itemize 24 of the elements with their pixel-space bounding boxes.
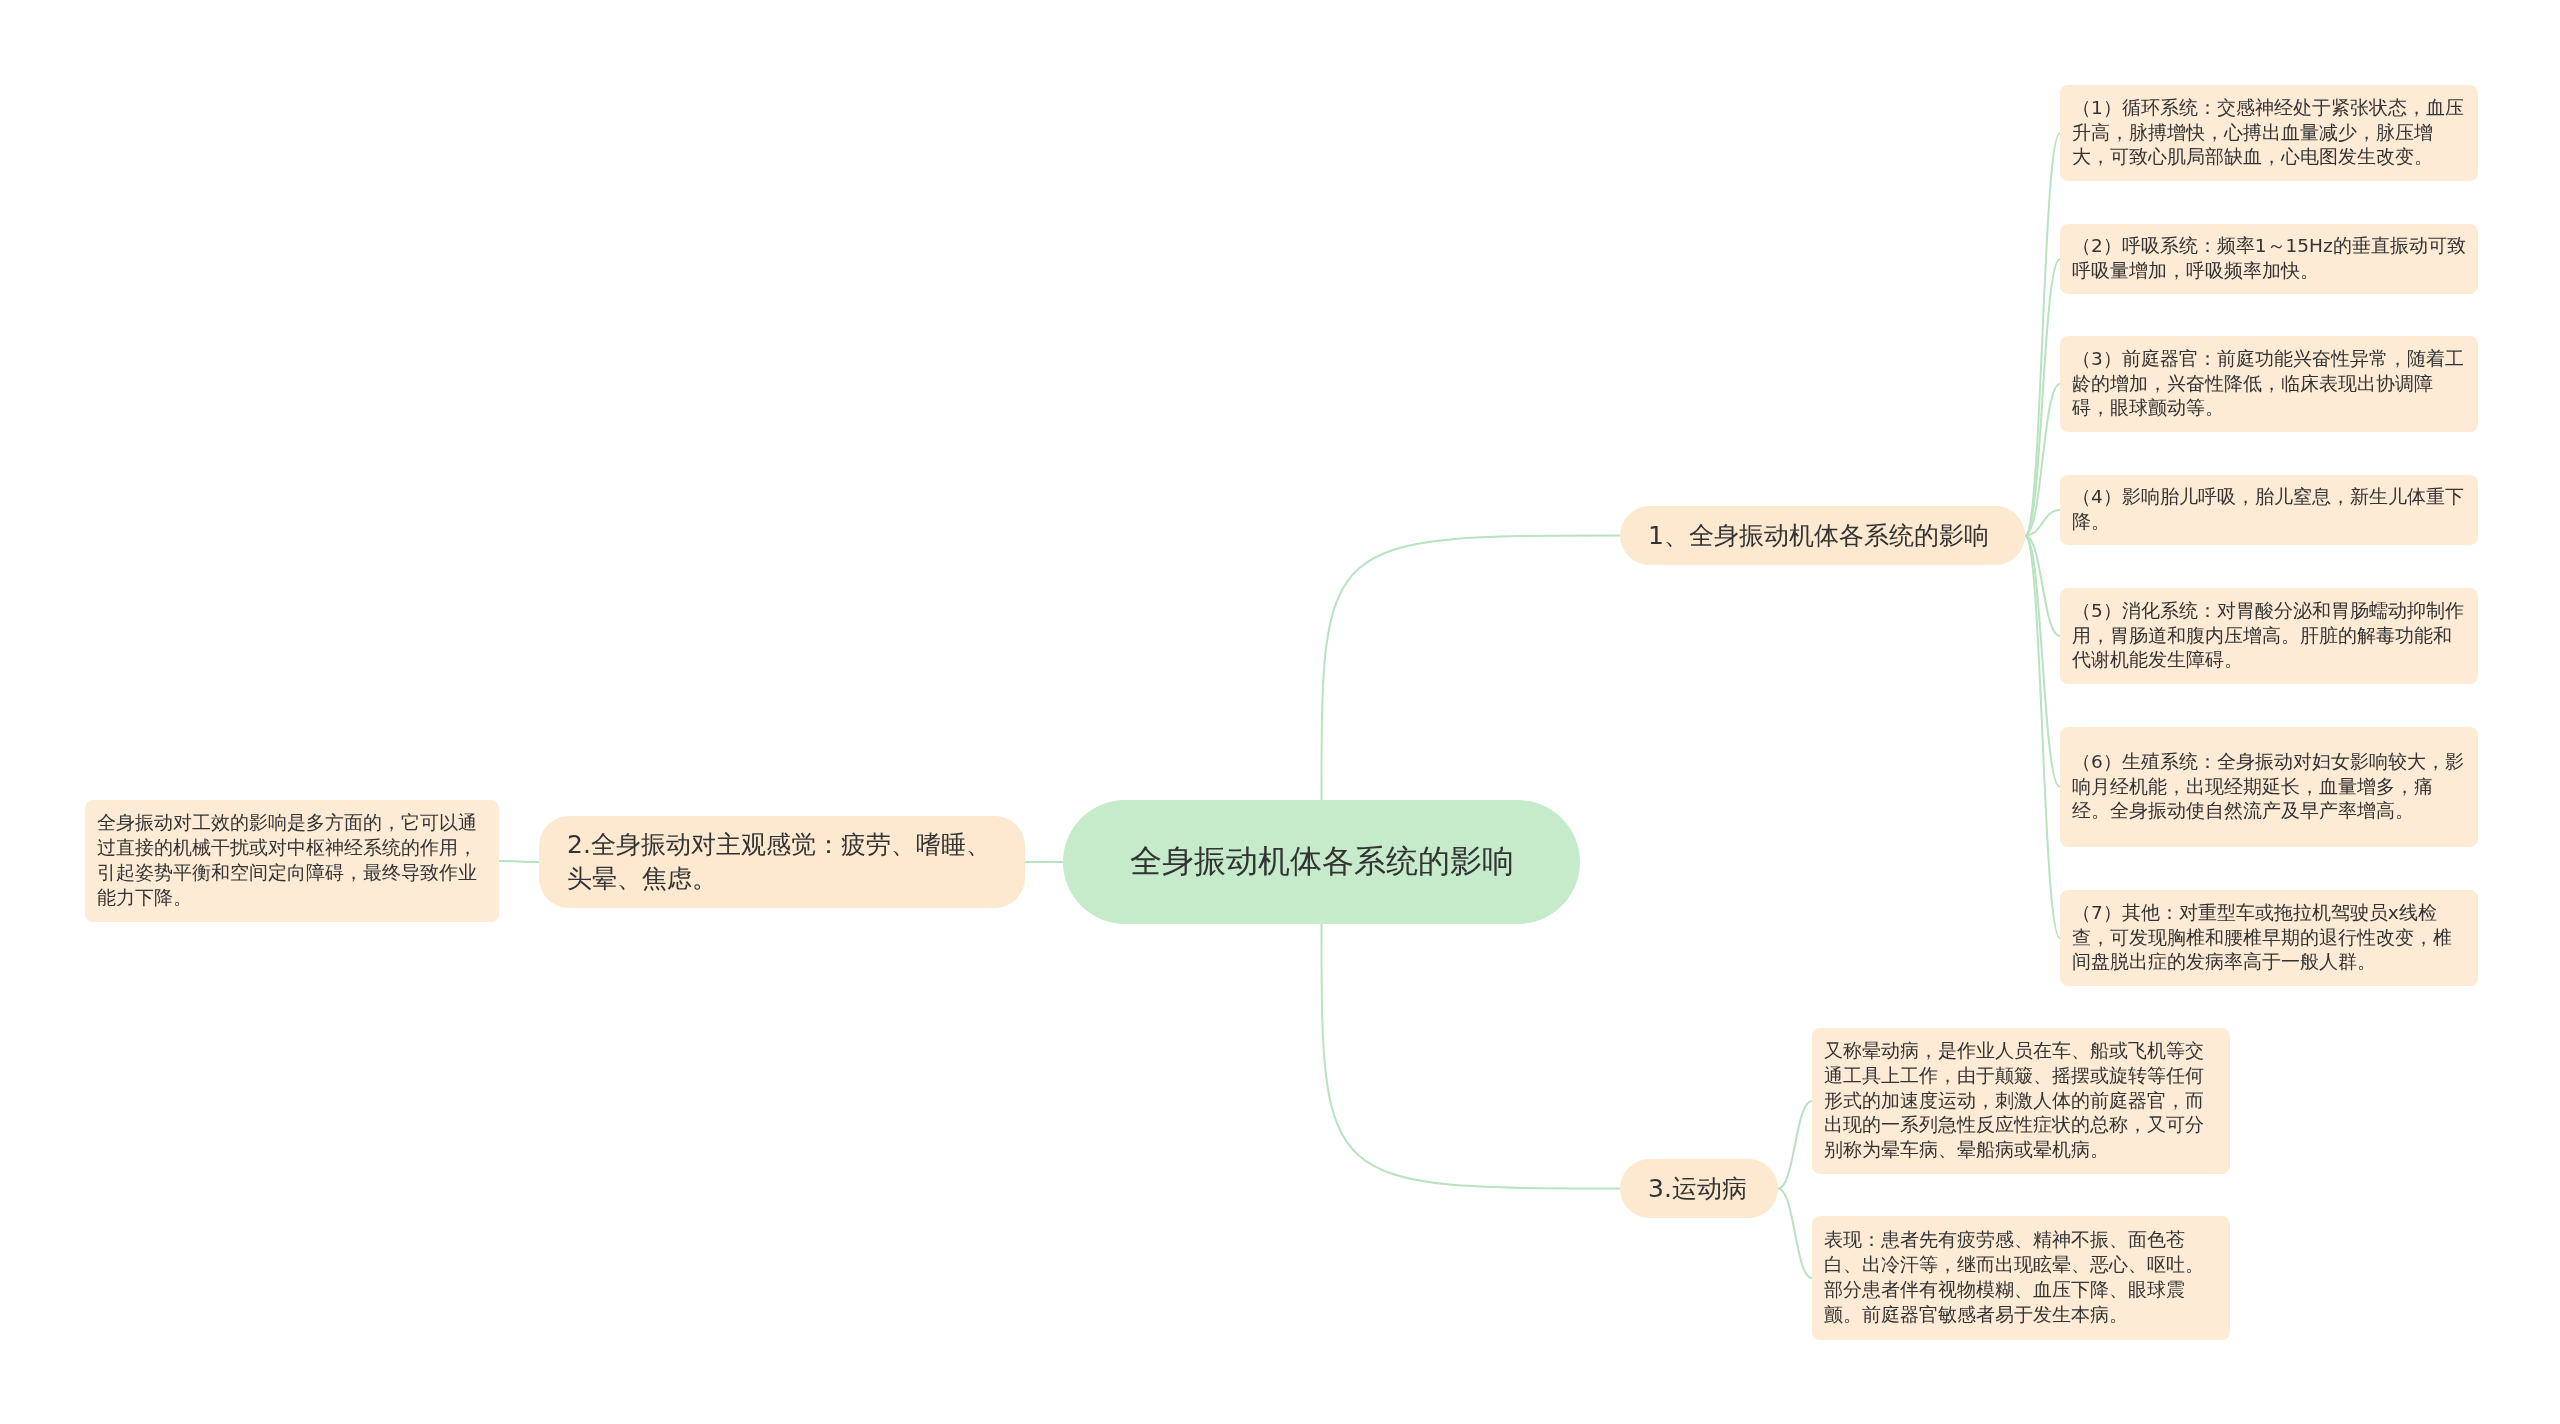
branch-topic: 1、全身振动机体各系统的影响 [1620,506,2025,565]
connector-line [2024,534,2061,788]
connector-line [1320,923,1621,1190]
detail-card: （6）生殖系统：全身振动对妇女影响较大，影响月经机能，出现经期延长，血量增多，痛经。全身振动使自然流产及早产率增高。 [2060,727,2478,847]
connector-line [498,860,540,863]
connector-line [1320,534,1621,801]
connector-line [2024,534,2061,637]
connector-line [1024,861,1064,863]
detail-card: （4）影响胎儿呼吸，胎儿窒息，新生儿体重下降。 [2060,475,2478,545]
connector-line [1777,1100,1813,1190]
detail-card: 表现：患者先有疲劳感、精神不振、面色苍白、出冷汗等，继而出现眩晕、恶心、呕吐。部分患者伴有视物模糊、血压下降、眼球震颤。前庭器官敏感者易于发生本病。 [1812,1216,2230,1340]
branch-topic: 3.运动病 [1620,1159,1778,1218]
branch-topic: 2.全身振动对主观感觉：疲劳、嗜睡、头晕、焦虑。 [539,816,1025,908]
central-topic: 全身振动机体各系统的影响 [1063,800,1580,924]
connector-line [2024,534,2061,939]
detail-card: （3）前庭器官：前庭功能兴奋性异常，随着工龄的增加，兴奋性降低，临床表现出协调障碍，眼球颤动等。 [2060,336,2478,432]
connector-line [2024,258,2061,537]
detail-card: （5）消化系统：对胃酸分泌和胃肠蠕动抑制作用，胃肠道和腹内压增高。肝脏的解毒功能和代谢机能发生障碍。 [2060,588,2478,684]
connector-line [1777,1187,1813,1279]
detail-card: （2）呼吸系统：频率1～15Hz的垂直振动可致呼吸量增加，呼吸频率加快。 [2060,224,2478,294]
detail-card: （7）其他：对重型车或拖拉机驾驶员x线检查，可发现胸椎和腰椎早期的退行性改变，椎间盘脱出症的发病率高于一般人群。 [2060,890,2478,986]
detail-card: 全身振动对工效的影响是多方面的，它可以通过直接的机械干扰或对中枢神经系统的作用，引起姿势平衡和空间定向障碍，最终导致作业能力下降。 [85,800,499,922]
detail-card: 又称晕动病，是作业人员在车、船或飞机等交通工具上工作，由于颠簸、摇摆或旋转等任何形式的加速度运动，刺激人体的前庭器官，而出现的一系列急性反应性症状的总称，又可分别称为晕车病、晕船病或晕机病。 [1812,1028,2230,1174]
detail-card: （1）循环系统：交感神经处于紧张状态，血压升高，脉搏增快，心搏出血量减少，脉压增大，可致心肌局部缺血，心电图发生改变。 [2060,85,2478,181]
